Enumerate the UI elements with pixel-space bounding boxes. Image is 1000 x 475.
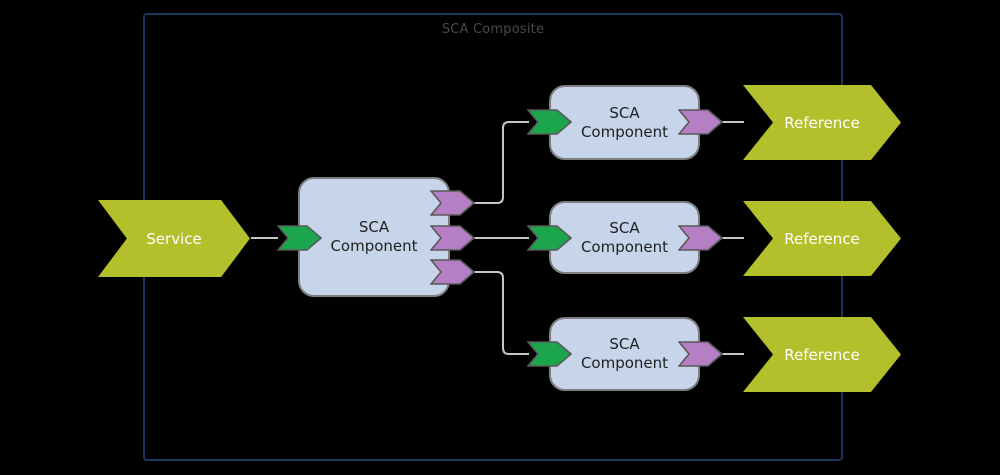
- reference-port-icon-central-3: [430, 259, 475, 285]
- sca-component-1: SCA Component: [549, 85, 700, 160]
- wire-central-to-comp3: [474, 271, 529, 355]
- reference-arrow-2-label: Reference: [784, 229, 860, 248]
- service-port-icon-comp3: [527, 341, 572, 367]
- reference-port-icon-comp3: [678, 341, 723, 367]
- service-port-icon-comp1: [527, 109, 572, 135]
- central-sca-component-label: SCA Component: [330, 218, 418, 255]
- service-arrow-label: Service: [146, 229, 202, 248]
- reference-arrow-3: Reference: [743, 317, 901, 392]
- sca-component-2-label: SCA Component: [580, 218, 669, 256]
- sca-component-1-label: SCA Component: [580, 103, 669, 141]
- reference-port-icon-comp2: [678, 225, 723, 251]
- sca-component-2: SCA Component: [549, 201, 700, 274]
- sca-component-3: SCA Component: [549, 317, 700, 391]
- service-port-icon-comp2: [527, 225, 572, 251]
- sca-component-3-label: SCA Component: [580, 335, 669, 372]
- reference-port-icon-central-1: [430, 190, 475, 216]
- wire-central-to-comp1: [474, 121, 529, 204]
- service-arrow: Service: [98, 200, 250, 277]
- service-port-icon-central: [277, 225, 322, 251]
- reference-arrow-3-label: Reference: [784, 345, 860, 364]
- reference-arrow-1-label: Reference: [784, 113, 860, 132]
- reference-port-icon-central-2: [430, 225, 475, 251]
- composite-title: SCA Composite: [441, 22, 545, 37]
- reference-port-icon-comp1: [678, 109, 723, 135]
